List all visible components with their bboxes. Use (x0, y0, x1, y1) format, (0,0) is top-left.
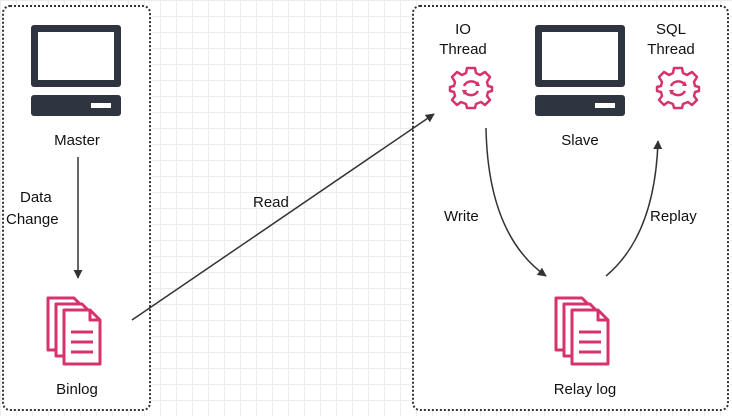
io-thread-gear-icon (448, 66, 494, 110)
replay-label: Replay (650, 208, 697, 225)
master-computer-icon (31, 25, 121, 116)
write-arrow (485, 127, 547, 277)
sql-thread-gear-icon (655, 66, 701, 110)
slave-label: Slave (561, 132, 599, 149)
relay-log-document-stack-icon (554, 296, 610, 366)
slave-computer-icon (535, 25, 625, 116)
data-change-label-line1: Data (20, 189, 52, 206)
master-label: Master (54, 132, 100, 149)
sql-thread-label-line1: SQL (656, 21, 686, 38)
relay-log-label: Relay log (554, 381, 617, 398)
write-label: Write (444, 208, 479, 225)
data-change-label-line2: Change (6, 211, 59, 228)
read-label: Read (253, 194, 289, 211)
read-arrow (131, 113, 435, 321)
binlog-label: Binlog (56, 381, 98, 398)
replay-arrow (605, 140, 663, 277)
sql-thread-label-line2: Thread (647, 41, 695, 58)
io-thread-label-line2: Thread (439, 41, 487, 58)
io-thread-label-line1: IO (455, 21, 471, 38)
binlog-document-stack-icon (46, 296, 102, 366)
